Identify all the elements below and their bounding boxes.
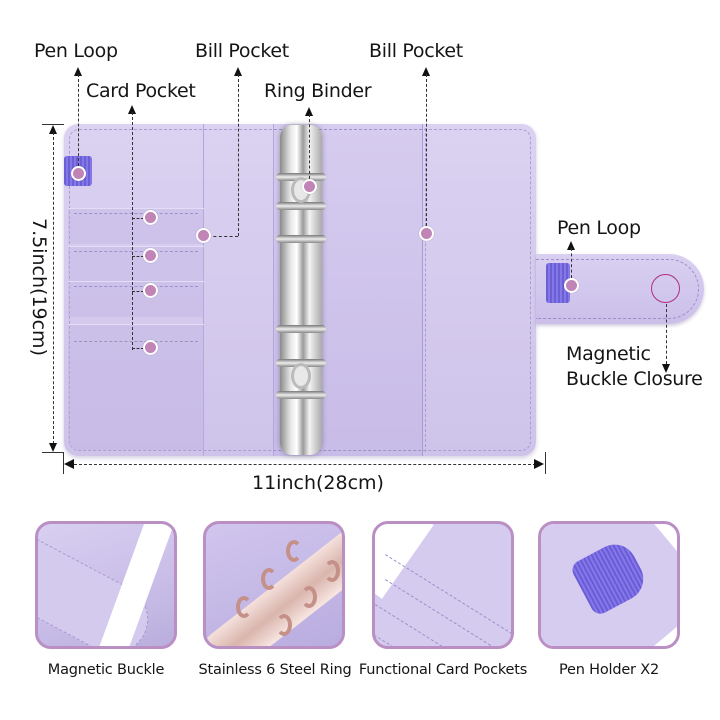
dim-tick [545, 452, 546, 474]
strap-stitching [536, 259, 699, 319]
thumb-pen-holder [538, 521, 680, 649]
leader-line [426, 74, 427, 226]
card-slot-1 [68, 208, 204, 244]
arrow-right-icon [534, 459, 544, 469]
height-dimension: 7.5inch(19cm) [28, 218, 50, 356]
arrow-up-icon [567, 241, 575, 250]
marker-dot [143, 340, 158, 355]
callout-bill-pocket-left: Bill Pocket [195, 40, 289, 62]
leader-line [132, 112, 133, 350]
thumb-steel-ring [203, 521, 345, 649]
arrow-up-icon [74, 67, 82, 76]
ring-3 [276, 235, 326, 243]
leader-line [208, 236, 238, 237]
caption-pen-holder: Pen Holder X2 [558, 662, 659, 678]
height-dimension-line [53, 132, 54, 444]
marker-dot [143, 283, 158, 298]
left-bill-pocket [204, 124, 274, 456]
leader-line [132, 256, 144, 257]
dim-tick [42, 124, 64, 125]
right-bill-pocket [422, 124, 536, 456]
leader-line [571, 248, 572, 278]
arrow-up-icon [422, 67, 430, 76]
callout-magnetic-line2: Buckle Closure [566, 368, 703, 390]
marker-dot [419, 226, 434, 241]
card-slot-3 [68, 281, 204, 317]
marker-dot [71, 166, 86, 181]
callout-card-pocket: Card Pocket [86, 80, 196, 102]
caption-magnetic-buckle: Magnetic Buckle [47, 662, 165, 678]
dim-tick [63, 452, 64, 474]
dim-tick [42, 452, 64, 453]
marker-dot [196, 228, 211, 243]
marker-dot [143, 248, 158, 263]
width-dimension: 11inch(28cm) [252, 472, 384, 494]
arrow-up-icon [234, 67, 242, 76]
callout-ring-binder: Ring Binder [264, 80, 372, 102]
marker-dot [564, 278, 579, 293]
arrow-up-icon [305, 107, 313, 116]
thumb-magnetic-buckle [35, 521, 177, 649]
callout-pen-loop-right: Pen Loop [557, 217, 641, 239]
width-dimension-line [74, 464, 536, 465]
arrow-up-icon [49, 125, 57, 134]
marker-dot [143, 210, 158, 225]
leader-line [132, 218, 144, 219]
rivet-bottom [291, 363, 311, 389]
ring-2 [276, 202, 326, 210]
ring-binder-mechanism [276, 125, 326, 455]
leader-line [132, 348, 144, 349]
arrow-up-icon [128, 105, 136, 114]
callout-pen-loop-left: Pen Loop [34, 40, 118, 62]
magnetic-buckle-icon [651, 274, 680, 303]
card-slot-2 [68, 246, 204, 282]
arrow-left-icon [64, 459, 74, 469]
leader-line [666, 304, 667, 364]
arrow-down-icon [49, 443, 57, 452]
right-pocket-seam [425, 128, 426, 452]
card-slot-large [68, 324, 204, 450]
callout-bill-pocket-right: Bill Pocket [369, 40, 463, 62]
caption-steel-ring: Stainless 6 Steel Ring [198, 662, 352, 678]
leader-line [132, 291, 144, 292]
leader-line [238, 74, 239, 236]
ring-4 [276, 325, 326, 333]
thumb-card-pockets [372, 521, 514, 649]
caption-card-pockets: Functional Card Pockets [358, 662, 528, 678]
arrow-down-icon [662, 364, 670, 373]
marker-dot [302, 179, 317, 194]
leader-line [78, 74, 79, 166]
ring-6 [276, 391, 326, 399]
callout-magnetic-line1: Magnetic [566, 343, 651, 365]
leader-line [309, 114, 310, 184]
